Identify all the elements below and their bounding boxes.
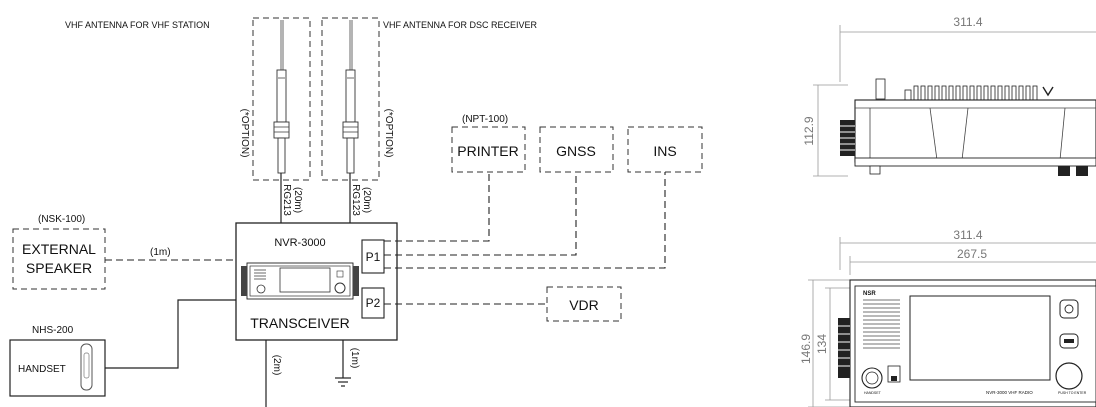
ground-symbol (335, 340, 351, 387)
dsc-receiver-antenna (321, 17, 380, 223)
front-view-drawing (808, 237, 1096, 407)
printer-box (451, 126, 526, 173)
front-brand-logo: NSR (863, 291, 876, 297)
port-p1-label: P1 (366, 250, 381, 264)
external-speaker-box (12, 228, 106, 290)
side-height-dimension: 112.9 (802, 116, 816, 145)
p1-printer-link (384, 172, 490, 242)
vdr-box (546, 286, 622, 322)
port-p1 (361, 239, 385, 274)
option-label-right: (*OPTION) (383, 109, 394, 158)
front-outer-width-dimension: 311.4 (953, 228, 982, 242)
ins-label: INS (653, 143, 676, 159)
p1-ins-link (384, 172, 666, 269)
speaker-line1: EXTERNAL (22, 241, 96, 257)
handset-cable (105, 299, 236, 369)
speaker-line2: SPEAKER (26, 260, 92, 276)
gnss-box (539, 126, 614, 173)
cable-right-type: RG123 (350, 184, 361, 216)
front-inner-width-dimension: 267.5 (957, 247, 987, 261)
printer-model: (NPT-100) (462, 114, 508, 125)
vdr-label: VDR (569, 297, 599, 313)
front-push-label: PUSH TO ENTER (1058, 391, 1087, 395)
cable-left-length: (20m) (292, 187, 303, 213)
p1-gnss-link (384, 172, 577, 256)
front-handset-label: HANDSET (864, 391, 882, 395)
vhf-station-antenna-label: VHF ANTENNA FOR VHF STATION (65, 20, 210, 30)
vhf-station-antenna (252, 17, 311, 223)
port-p2 (361, 287, 385, 319)
handset-icon (80, 343, 93, 391)
port-p2-label: P2 (366, 296, 381, 310)
transceiver-unit-illustration (241, 262, 359, 300)
down-cable-length: (2m) (271, 355, 282, 376)
handset-label: HANDSET (18, 364, 66, 375)
handset-model: NHS-200 (32, 325, 74, 336)
speaker-cable-length: (1m) (150, 247, 171, 258)
transceiver-model: NVR-3000 (274, 237, 325, 249)
side-view-drawing (813, 25, 1096, 177)
side-width-dimension: 311.4 (953, 15, 982, 29)
gnss-label: GNSS (556, 143, 596, 159)
front-outer-height-dimension: 146.9 (799, 334, 813, 364)
front-product-name: NVR-3000 VHF RADIO (986, 390, 1033, 395)
printer-label: PRINTER (457, 143, 518, 159)
front-inner-height-dimension: 134 (815, 334, 829, 354)
ground-cable-length: (1m) (349, 348, 360, 369)
cable-left-type: RG213 (281, 184, 292, 216)
option-label-left: (*OPTION) (239, 109, 250, 158)
transceiver-label: TRANSCEIVER (250, 315, 350, 331)
speaker-model: (NSK-100) (38, 214, 85, 225)
dsc-receiver-antenna-label: VHF ANTENNA FOR DSC RECEIVER (383, 20, 538, 30)
cable-right-length: (20m) (361, 187, 372, 213)
